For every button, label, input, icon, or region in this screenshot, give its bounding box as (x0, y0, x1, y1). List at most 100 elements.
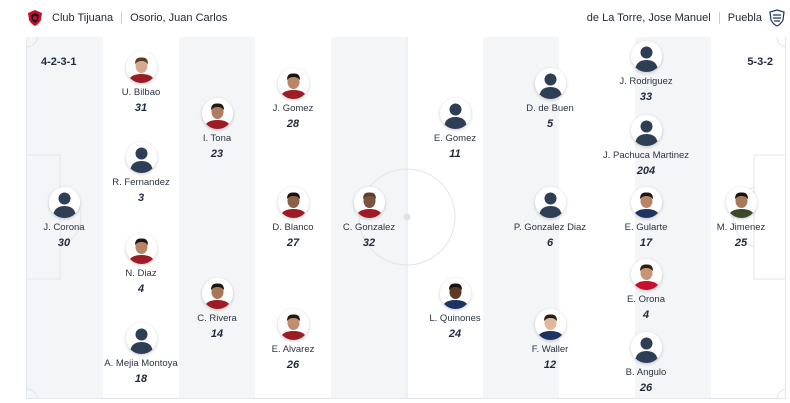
pitch-stripe (407, 37, 483, 398)
puebla-crest-icon (768, 9, 786, 27)
player-number: 6 (546, 237, 554, 249)
player-card[interactable]: E. Alvarez 26 (233, 309, 353, 371)
player-name: N. Diaz (125, 268, 157, 279)
away-coach-name: de La Torre, Jose Manuel (586, 12, 711, 24)
player-name: J. Rodriguez (619, 76, 673, 87)
player-avatar-placeholder-icon (439, 98, 471, 129)
player-number: 17 (639, 237, 653, 249)
pitch-stripe (711, 37, 785, 398)
player-number: 32 (362, 237, 376, 249)
player-name: E. Orona (626, 294, 666, 305)
away-formation: 5-3-2 (747, 56, 773, 68)
player-card[interactable]: A. Mejia Montoya 18 (81, 323, 201, 385)
player-name: L. Quinones (429, 313, 481, 324)
home-coach-name: Osorio, Juan Carlos (130, 12, 228, 24)
player-photo (125, 52, 157, 83)
player-photo (277, 68, 309, 99)
player-number: 12 (543, 359, 557, 371)
divider (718, 12, 720, 24)
player-name: E. Gularte (624, 222, 668, 233)
player-avatar-placeholder-icon (125, 142, 157, 173)
player-card[interactable]: R. Fernandez 3 (81, 142, 201, 204)
player-card[interactable]: C. Gonzalez 32 (309, 187, 429, 249)
football-pitch: 4-2-3-1 5-3-2 J. Corona 30 U. Bilbao 31 … (26, 37, 786, 399)
player-number: 11 (449, 148, 461, 160)
player-name: A. Mejia Montoya (104, 358, 178, 369)
player-card[interactable]: I. Tona 23 (157, 98, 277, 160)
player-number: 30 (57, 237, 71, 249)
player-number: 14 (210, 328, 224, 340)
home-team-info: Club Tijuana Osorio, Juan Carlos (26, 9, 227, 27)
player-name: I. Tona (202, 133, 232, 144)
player-card[interactable]: P. Gonzalez Diaz 6 (490, 187, 610, 249)
player-photo (630, 187, 662, 218)
player-number: 26 (639, 382, 653, 394)
player-photo (725, 187, 757, 218)
player-avatar-placeholder-icon (630, 332, 662, 363)
player-avatar-placeholder-icon (630, 115, 662, 146)
player-card[interactable]: J. Gomez 28 (233, 68, 353, 130)
player-name: M. Jimenez (716, 222, 766, 233)
lineup-header: Club Tijuana Osorio, Juan Carlos de La T… (0, 0, 790, 37)
player-card[interactable]: E. Gularte 17 (586, 187, 706, 249)
player-name: P. Gonzalez Diaz (513, 222, 587, 233)
home-team-name[interactable]: Club Tijuana (52, 12, 114, 24)
player-card[interactable]: E. Gomez 11 (395, 98, 515, 160)
player-avatar-placeholder-icon (534, 68, 566, 99)
pitch-markings (27, 37, 785, 398)
player-card[interactable]: E. Orona 4 (586, 259, 706, 321)
player-name: U. Bilbao (121, 87, 161, 98)
player-name: C. Gonzalez (342, 222, 396, 233)
player-card[interactable]: J. Corona 30 (27, 187, 124, 249)
player-name: J. Gomez (272, 103, 314, 114)
player-name: J. Pachuca Martinez (602, 150, 690, 161)
player-name: E. Alvarez (271, 344, 315, 355)
player-card[interactable]: D. Blanco 27 (233, 187, 353, 249)
player-number: 26 (286, 359, 300, 371)
player-name: F. Waller (531, 344, 569, 355)
player-photo (201, 278, 233, 309)
player-name: D. de Buen (526, 103, 574, 114)
player-photo (630, 259, 662, 290)
player-number: 27 (286, 237, 300, 249)
player-name: R. Fernandez (112, 177, 170, 188)
player-number: 28 (286, 118, 300, 130)
player-avatar-placeholder-icon (125, 323, 157, 354)
player-number: 4 (137, 283, 145, 295)
player-name: D. Blanco (272, 222, 314, 233)
player-name: C. Rivera (197, 313, 237, 324)
pitch-stripe (179, 37, 255, 398)
player-photo (534, 309, 566, 340)
player-card[interactable]: N. Diaz 4 (81, 233, 201, 295)
player-number: 5 (546, 118, 554, 130)
player-avatar-placeholder-icon (630, 41, 662, 72)
player-number: 4 (642, 309, 650, 321)
player-card[interactable]: L. Quinones 24 (395, 278, 515, 340)
club-tijuana-crest-icon (26, 9, 44, 27)
player-number: 3 (137, 192, 145, 204)
player-card[interactable]: C. Rivera 14 (157, 278, 277, 340)
player-photo (277, 187, 309, 218)
away-team-name[interactable]: Puebla (727, 12, 762, 24)
player-avatar-placeholder-icon (48, 187, 80, 218)
player-card[interactable]: B. Angulo 26 (586, 332, 706, 394)
player-number: 23 (210, 148, 224, 160)
player-card[interactable]: J. Rodriguez 33 (586, 41, 706, 103)
player-number: 24 (448, 328, 462, 340)
player-card[interactable]: F. Waller 12 (490, 309, 610, 371)
player-number: 18 (134, 373, 148, 385)
player-name: B. Angulo (625, 367, 667, 378)
home-formation: 4-2-3-1 (41, 56, 77, 68)
player-number: 204 (636, 165, 656, 177)
player-number: 25 (734, 237, 748, 249)
player-name: J. Corona (43, 222, 85, 233)
player-photo (201, 98, 233, 129)
player-card[interactable]: M. Jimenez 25 (681, 187, 785, 249)
player-name: E. Gomez (433, 133, 477, 144)
pitch-stripe (559, 37, 635, 398)
player-photo (125, 233, 157, 264)
player-card[interactable]: J. Pachuca Martinez 204 (586, 115, 706, 177)
player-photo (353, 187, 385, 218)
player-card[interactable]: U. Bilbao 31 (81, 52, 201, 114)
player-card[interactable]: D. de Buen 5 (490, 68, 610, 130)
